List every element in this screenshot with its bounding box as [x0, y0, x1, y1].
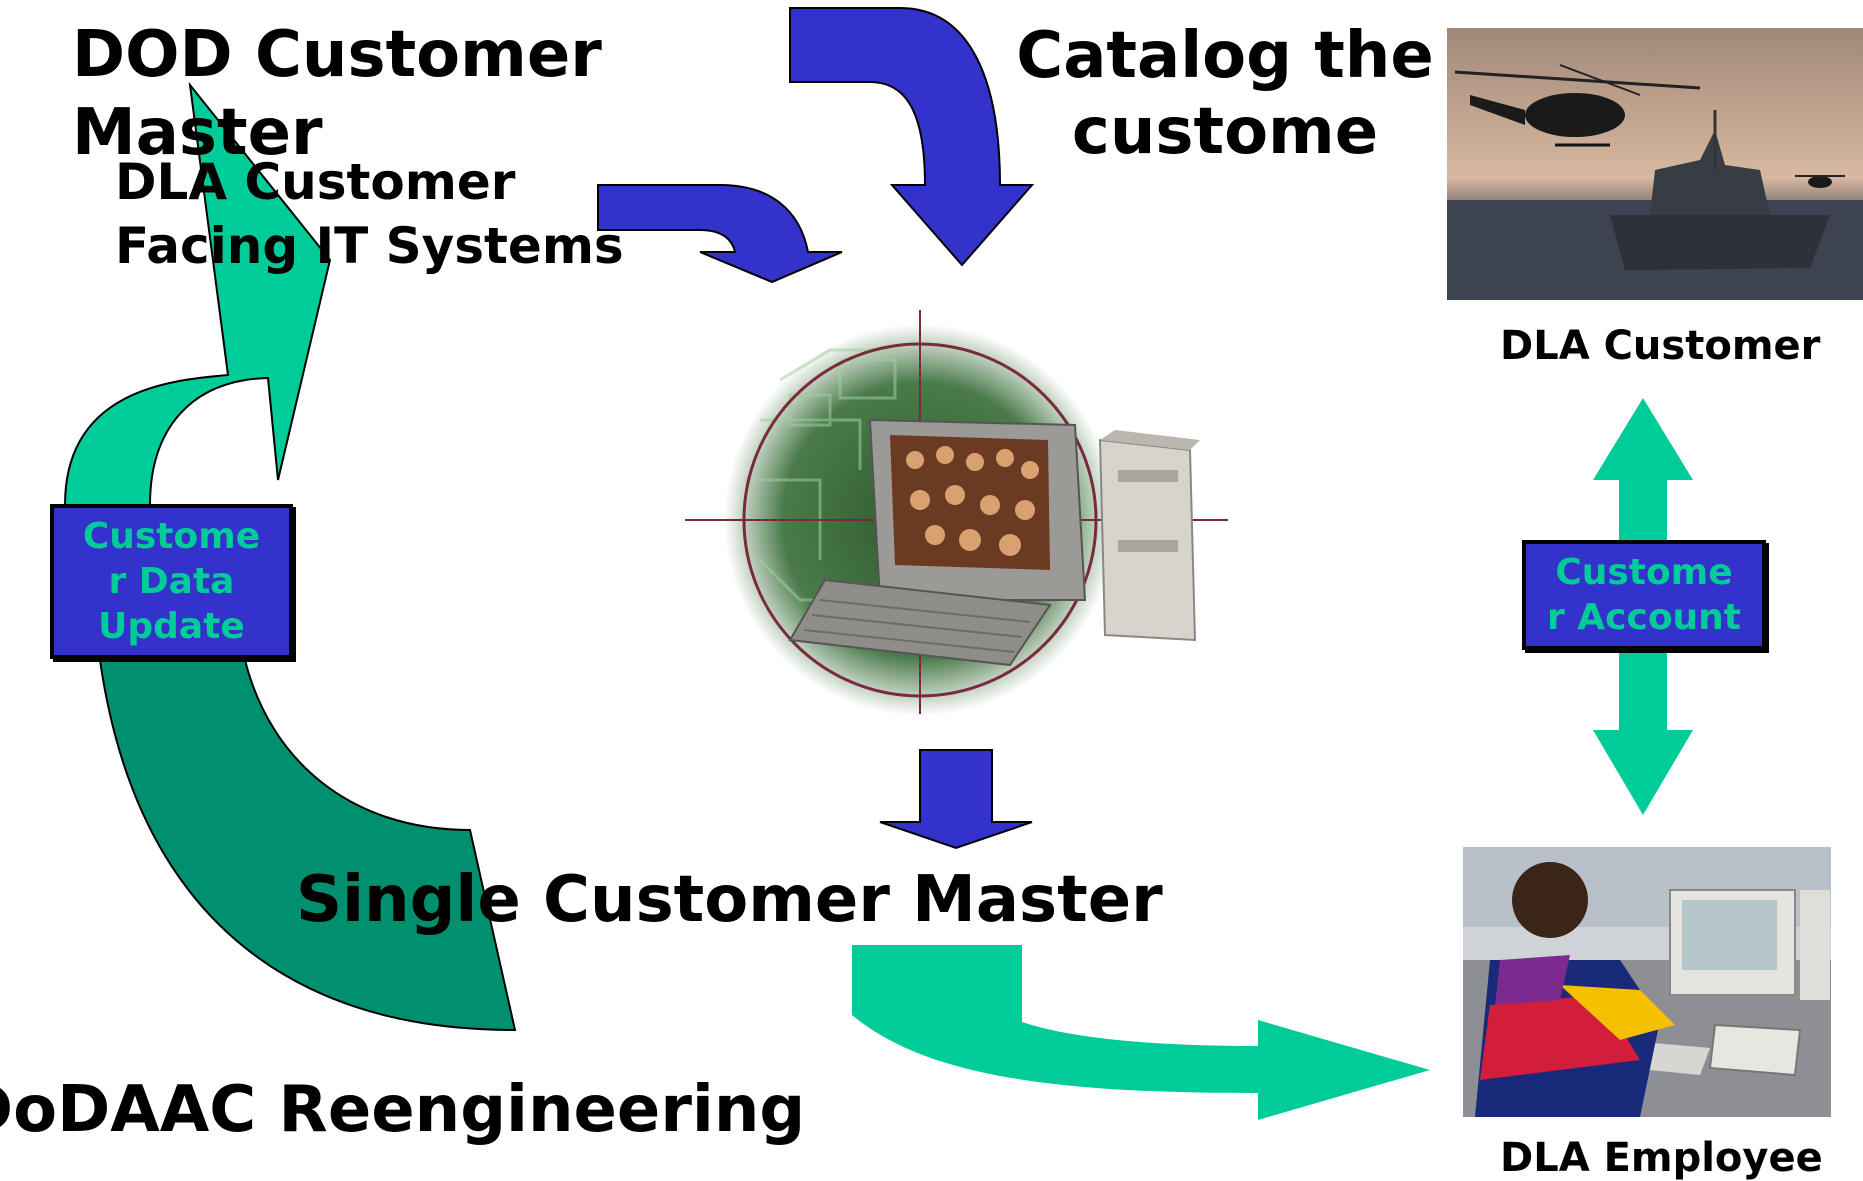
update-curved-arrow [63, 81, 332, 506]
catalog-the-customer-label: Catalog the custome [1016, 19, 1434, 169]
call-center-photo [1463, 847, 1831, 1117]
customer-data-update-box: Custome r Data Update [50, 504, 293, 659]
dodaac-curved-arrow [98, 659, 517, 1032]
down-arrow [879, 749, 1033, 850]
facing-curved-arrow [597, 184, 843, 284]
employee-curved-arrow [852, 945, 1430, 1120]
single-customer-master-label: Single Customer Master [296, 863, 1163, 937]
dod-customer-master-label: DOD Customer Master [72, 18, 602, 170]
dodaac-reengineering-label: DoDAAC Reengineering [0, 1073, 806, 1147]
helicopter-ship-photo [1447, 28, 1863, 300]
dla-employee-caption: DLA Employee [1500, 1135, 1823, 1181]
computer-globe-icon [685, 310, 1228, 716]
catalog-curved-arrow [789, 7, 1035, 267]
customer-account-box: Custome r Account [1522, 540, 1766, 650]
dla-customer-caption: DLA Customer [1500, 323, 1821, 369]
dla-customer-facing-label: DLA Customer Facing IT Systems [115, 153, 624, 275]
